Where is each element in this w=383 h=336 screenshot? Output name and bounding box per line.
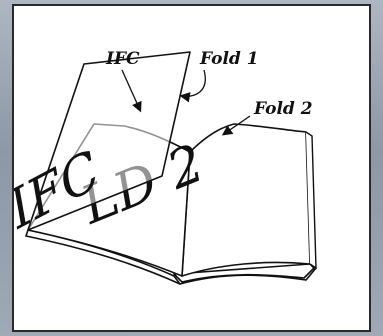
- label-fold2: Fold 2: [253, 99, 313, 119]
- label-ifc: IFC: [105, 49, 140, 69]
- right-page: [182, 124, 310, 276]
- folded-brochure-illustration: LD 2 IFC IFC Fold 1 Fold 2: [14, 6, 369, 330]
- label-fold1: Fold 1: [199, 49, 259, 69]
- diagram-frame: LD 2 IFC IFC Fold 1 Fold 2: [12, 4, 371, 332]
